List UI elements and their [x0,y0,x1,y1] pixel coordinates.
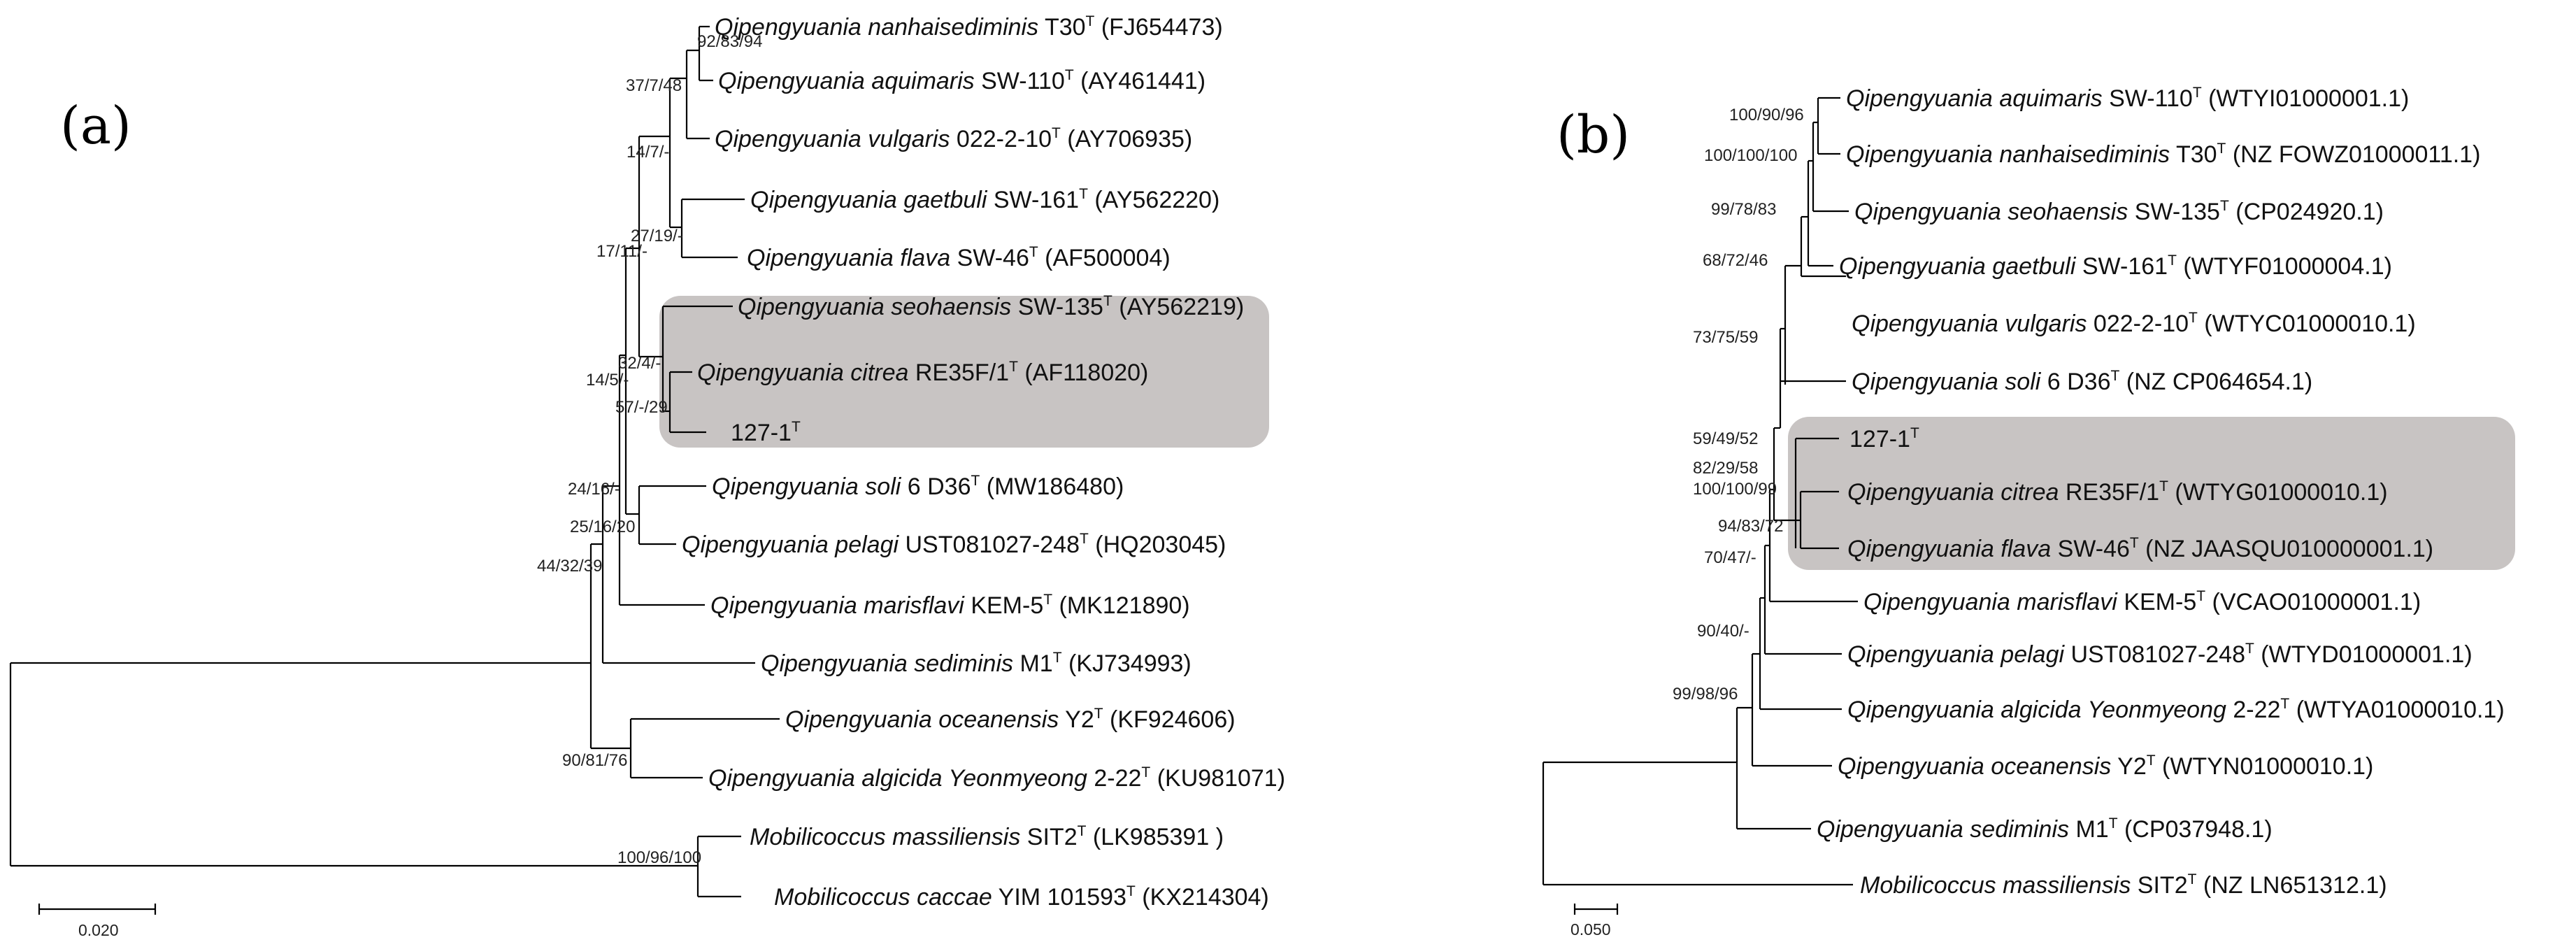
support-value: 73/75/59 [1693,328,1758,347]
taxon-label: Qipengyuania sediminis M1T (CP037948.1) [1817,815,2273,843]
taxon-label: 127-1T [731,419,801,446]
support-value: 100/90/96 [1729,106,1804,124]
taxon-label: Qipengyuania algicida Yeonmyeong 2-22T (… [708,764,1285,792]
taxon-label: Mobilicoccus caccae YIM 101593T (KX21430… [774,883,1269,911]
taxon-label: Qipengyuania citrea RE35F/1T (WTYG010000… [1847,478,2388,506]
support-value: 17/11/- [596,242,647,261]
panel-b-scale-label: 0.050 [1570,920,1611,939]
panel-b-branches [1542,97,1858,915]
panel-a: (a) [9,13,1285,939]
support-value: 70/47/- [1704,548,1756,567]
support-value: 24/16/- [568,480,620,499]
taxon-label: 127-1T [1849,425,1919,452]
taxon-label: Qipengyuania soli 6 D36T (NZ CP064654.1) [1852,368,2312,395]
panel-b: (b) [1542,85,2515,939]
support-value: 92/83/94 [697,32,762,51]
support-value: 100/100/99 [1693,480,1777,499]
taxon-label: Mobilicoccus massiliensis SIT2T (NZ LN65… [1860,871,2387,899]
support-value: 100/100/100 [1704,146,1797,165]
panel-a-scale-label: 0.020 [78,921,119,939]
panel-b-label: (b) [1557,105,1630,165]
panel-b-highlight-clade [1788,417,2515,570]
taxon-label: Qipengyuania algicida Yeonmyeong 2-22T (… [1847,696,2505,723]
panel-a-taxon-labels: Qipengyuania nanhaisediminis T30T (FJ654… [682,13,1285,911]
taxon-label: Mobilicoccus massiliensis SIT2T (LK98539… [750,823,1224,850]
support-value: 90/40/- [1697,622,1749,641]
taxon-label: Qipengyuania marisflavi KEM-5T (MK121890… [710,592,1190,619]
taxon-label: Qipengyuania flava SW-46T (NZ JAASQU0100… [1847,535,2433,562]
taxon-label: Qipengyuania seohaensis SW-135T (CP02492… [1854,198,2384,225]
support-value: 100/96/100 [617,848,701,867]
support-value: 27/19/- [631,227,683,245]
support-value: 57/-/29 [615,398,668,417]
taxon-label: Qipengyuania seohaensis SW-135T (AY56221… [738,293,1244,320]
taxon-label: Qipengyuania vulgaris 022-2-10T (AY70693… [715,125,1192,152]
support-value: 59/49/52 [1693,429,1758,448]
support-value: 90/81/76 [562,751,627,770]
support-value: 99/98/96 [1673,685,1738,704]
support-value: 44/32/39 [537,557,602,576]
taxon-label: Qipengyuania gaetbuli SW-161T (WTYF01000… [1839,252,2392,280]
support-value: 94/83/72 [1718,517,1783,536]
support-value: 82/29/58 [1693,459,1758,478]
taxon-label: Qipengyuania gaetbuli SW-161T (AY562220) [750,186,1219,213]
support-value: 25/16/20 [570,518,635,536]
taxon-label: Qipengyuania nanhaisediminis T30T (FJ654… [715,13,1223,41]
taxon-label: Qipengyuania citrea RE35F/1T (AF118020) [697,359,1148,386]
support-value: 37/7/48 [626,76,682,95]
support-value: 99/78/83 [1711,200,1776,219]
taxon-label: Qipengyuania pelagi UST081027-248T (HQ20… [682,531,1226,558]
panel-b-taxon-labels: Qipengyuania aquimaris SW-110T (WTYI0100… [1817,85,2505,899]
taxon-label: Qipengyuania flava SW-46T (AF500004) [747,244,1171,271]
taxon-label: Qipengyuania vulgaris 022-2-10T (WTYC010… [1852,310,2416,337]
panel-a-support-values: 92/83/94 37/7/48 14/7/- 27/19/- 17/11/- … [537,32,762,867]
support-value: 32/4/- [618,354,661,373]
taxon-label: Qipengyuania oceanensis Y2T (WTYN0100001… [1838,752,2373,780]
support-value: 68/72/46 [1703,251,1768,270]
taxon-label: Qipengyuania pelagi UST081027-248T (WTYD… [1847,641,2473,668]
taxon-label: Qipengyuania soli 6 D36T (MW186480) [712,473,1124,500]
panel-b-support-values: 100/90/96 100/100/100 99/78/83 68/72/46 … [1673,106,1804,704]
taxon-label: Qipengyuania sediminis M1T (KJ734993) [761,650,1192,677]
taxon-label: Qipengyuania marisflavi KEM-5T (VCAO0100… [1863,588,2421,615]
support-value: 14/5/- [586,371,629,390]
panel-a-highlight-clade [659,296,1269,448]
taxon-label: Qipengyuania aquimaris SW-110T (AY461441… [718,67,1205,94]
support-value: 14/7/- [627,143,669,162]
taxon-label: Qipengyuania oceanensis Y2T (KF924606) [785,706,1236,733]
panel-a-branches [9,25,780,915]
taxon-label: Qipengyuania nanhaisediminis T30T (NZ FO… [1846,141,2480,168]
taxon-label: Qipengyuania aquimaris SW-110T (WTYI0100… [1846,85,2409,112]
panel-a-label: (a) [60,96,131,156]
